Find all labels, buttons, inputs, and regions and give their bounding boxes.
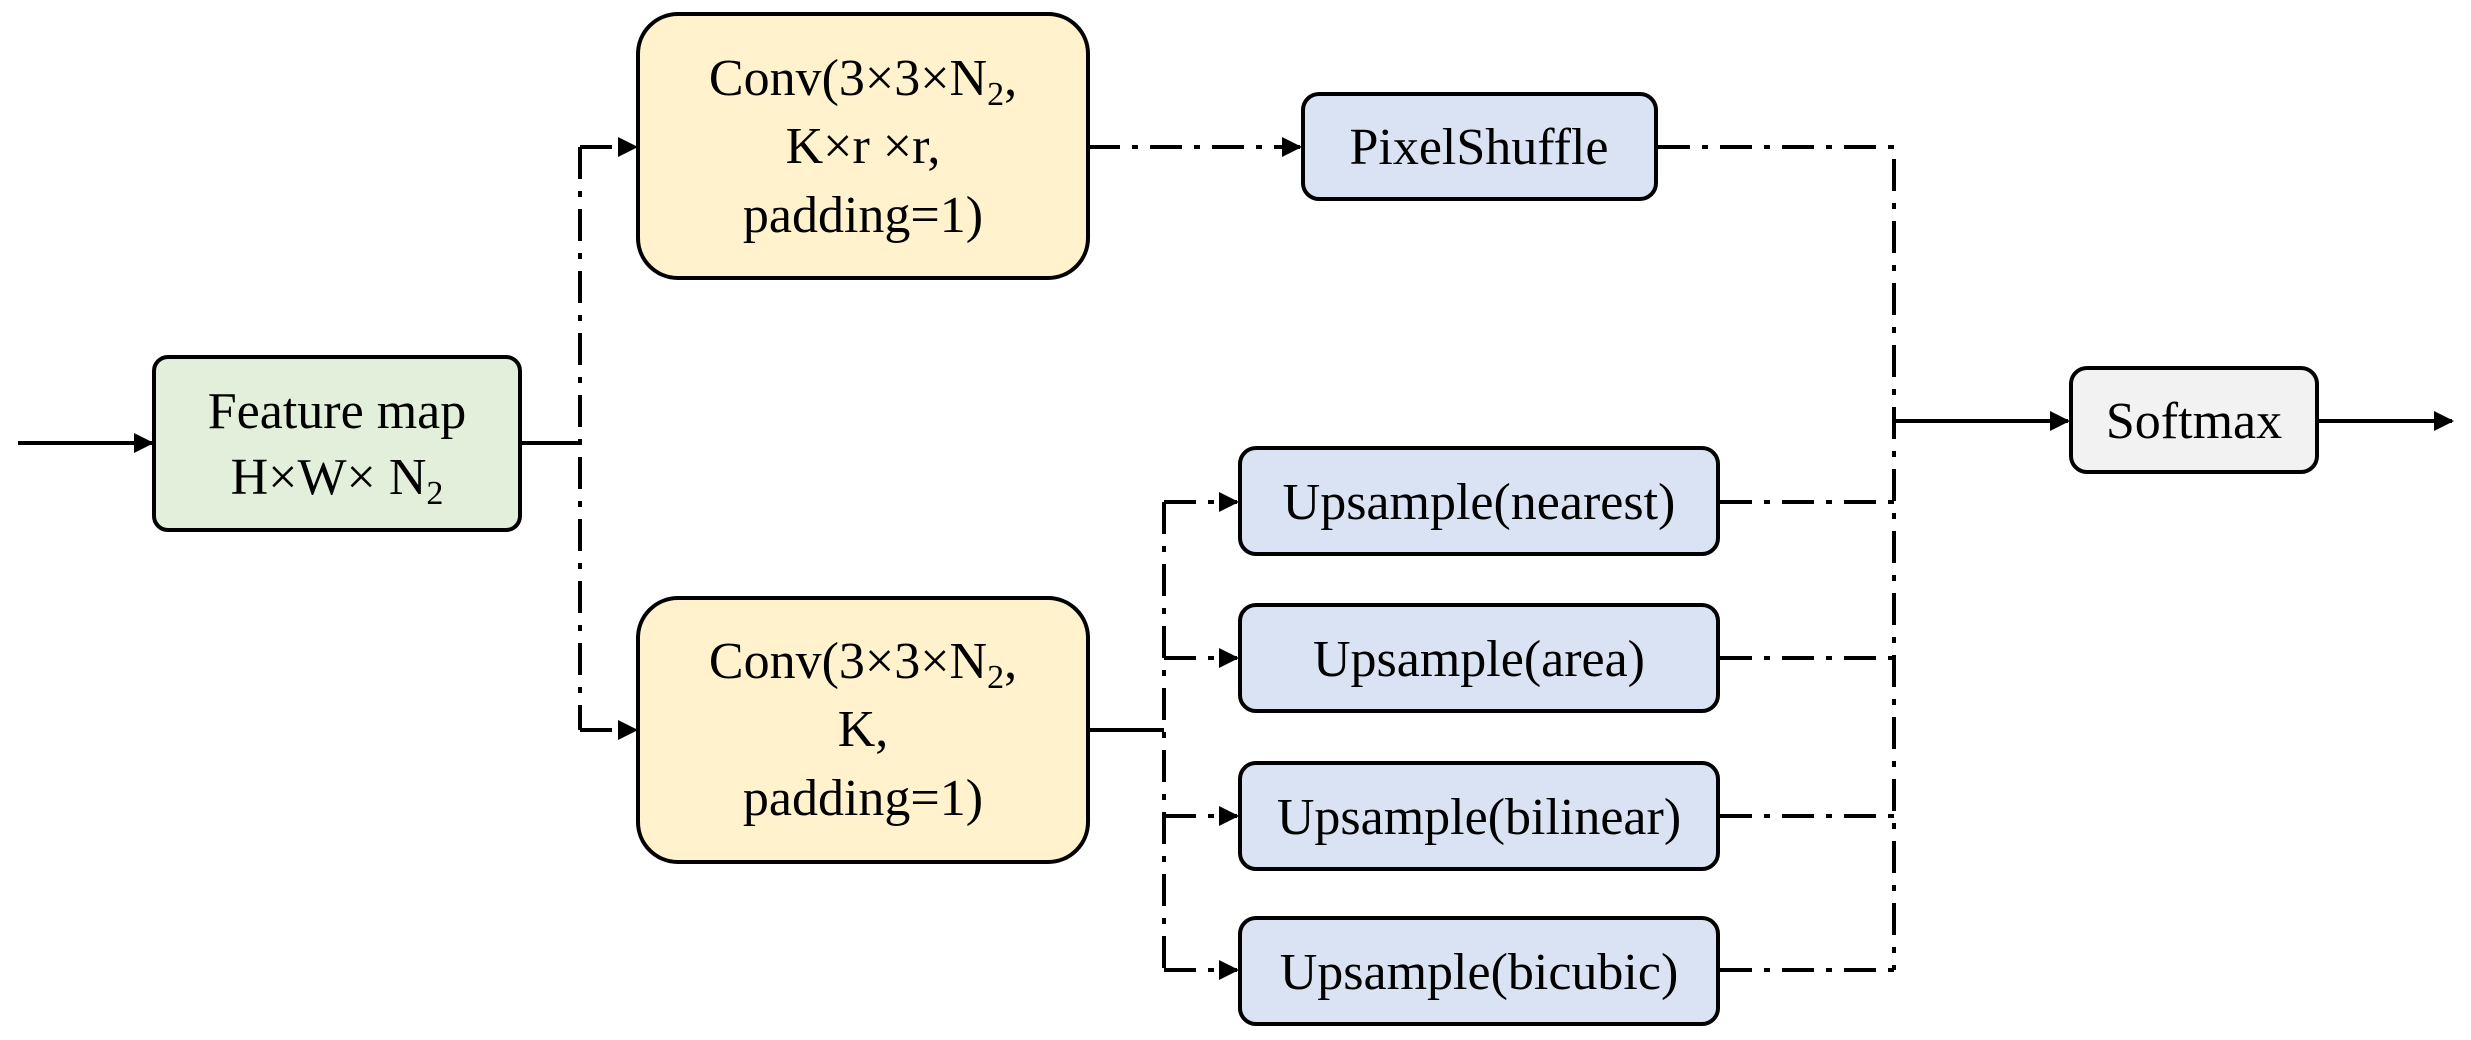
conv-top-box	[636, 12, 1090, 280]
upsample-nearest-box	[1238, 446, 1720, 556]
upsample-bicubic-node: Upsample(bicubic)	[1238, 916, 1720, 1026]
connectors	[18, 137, 2454, 980]
pixelshuffle-node: PixelShuffle	[1301, 92, 1658, 201]
upsample-bilinear-label: Upsample(bilinear)	[1277, 789, 1681, 846]
pixelshuffle-out-line	[1658, 145, 1896, 970]
conv-bottom-line3: padding=1)	[743, 770, 983, 827]
conv-bottom-box	[636, 596, 1090, 864]
upsample-area-box	[1238, 603, 1720, 713]
feature-map-label-line1: Feature map	[208, 383, 466, 440]
upsample-bicubic-label: Upsample(bicubic)	[1280, 944, 1679, 1001]
conv-bottom-node: Conv(3×3×N2, K, padding=1)	[636, 596, 1090, 864]
feature-map-label-line2: H×W× N2	[231, 449, 444, 512]
softmax-node: Softmax	[2069, 366, 2319, 474]
upsample-nearest-label: Upsample(nearest)	[1283, 474, 1676, 531]
conv-bottom-line2: K,	[838, 701, 889, 758]
conv-top-line3: padding=1)	[743, 187, 983, 244]
softmax-label: Softmax	[2106, 393, 2282, 450]
softmax-box	[2069, 366, 2319, 474]
pixelshuffle-box	[1301, 92, 1658, 201]
feature-map-box	[152, 355, 522, 532]
pixelshuffle-label: PixelShuffle	[1349, 119, 1608, 176]
conv-top-node: Conv(3×3×N2, K×r ×r, padding=1)	[636, 12, 1090, 280]
upsample-area-node: Upsample(area)	[1238, 603, 1720, 713]
conv-top-line1: Conv(3×3×N2,	[709, 50, 1017, 113]
upsample-nearest-node: Upsample(nearest)	[1238, 446, 1720, 556]
conv-top-line2: K×r ×r,	[786, 118, 941, 175]
upsample-bilinear-node: Upsample(bilinear)	[1238, 761, 1720, 871]
feature-map-node: Feature map H×W× N2	[152, 355, 522, 532]
conv-bottom-line1: Conv(3×3×N2,	[709, 633, 1017, 696]
upsample-area-label: Upsample(area)	[1313, 631, 1645, 688]
upsample-bilinear-box	[1238, 761, 1720, 871]
upsample-bicubic-box	[1238, 916, 1720, 1026]
